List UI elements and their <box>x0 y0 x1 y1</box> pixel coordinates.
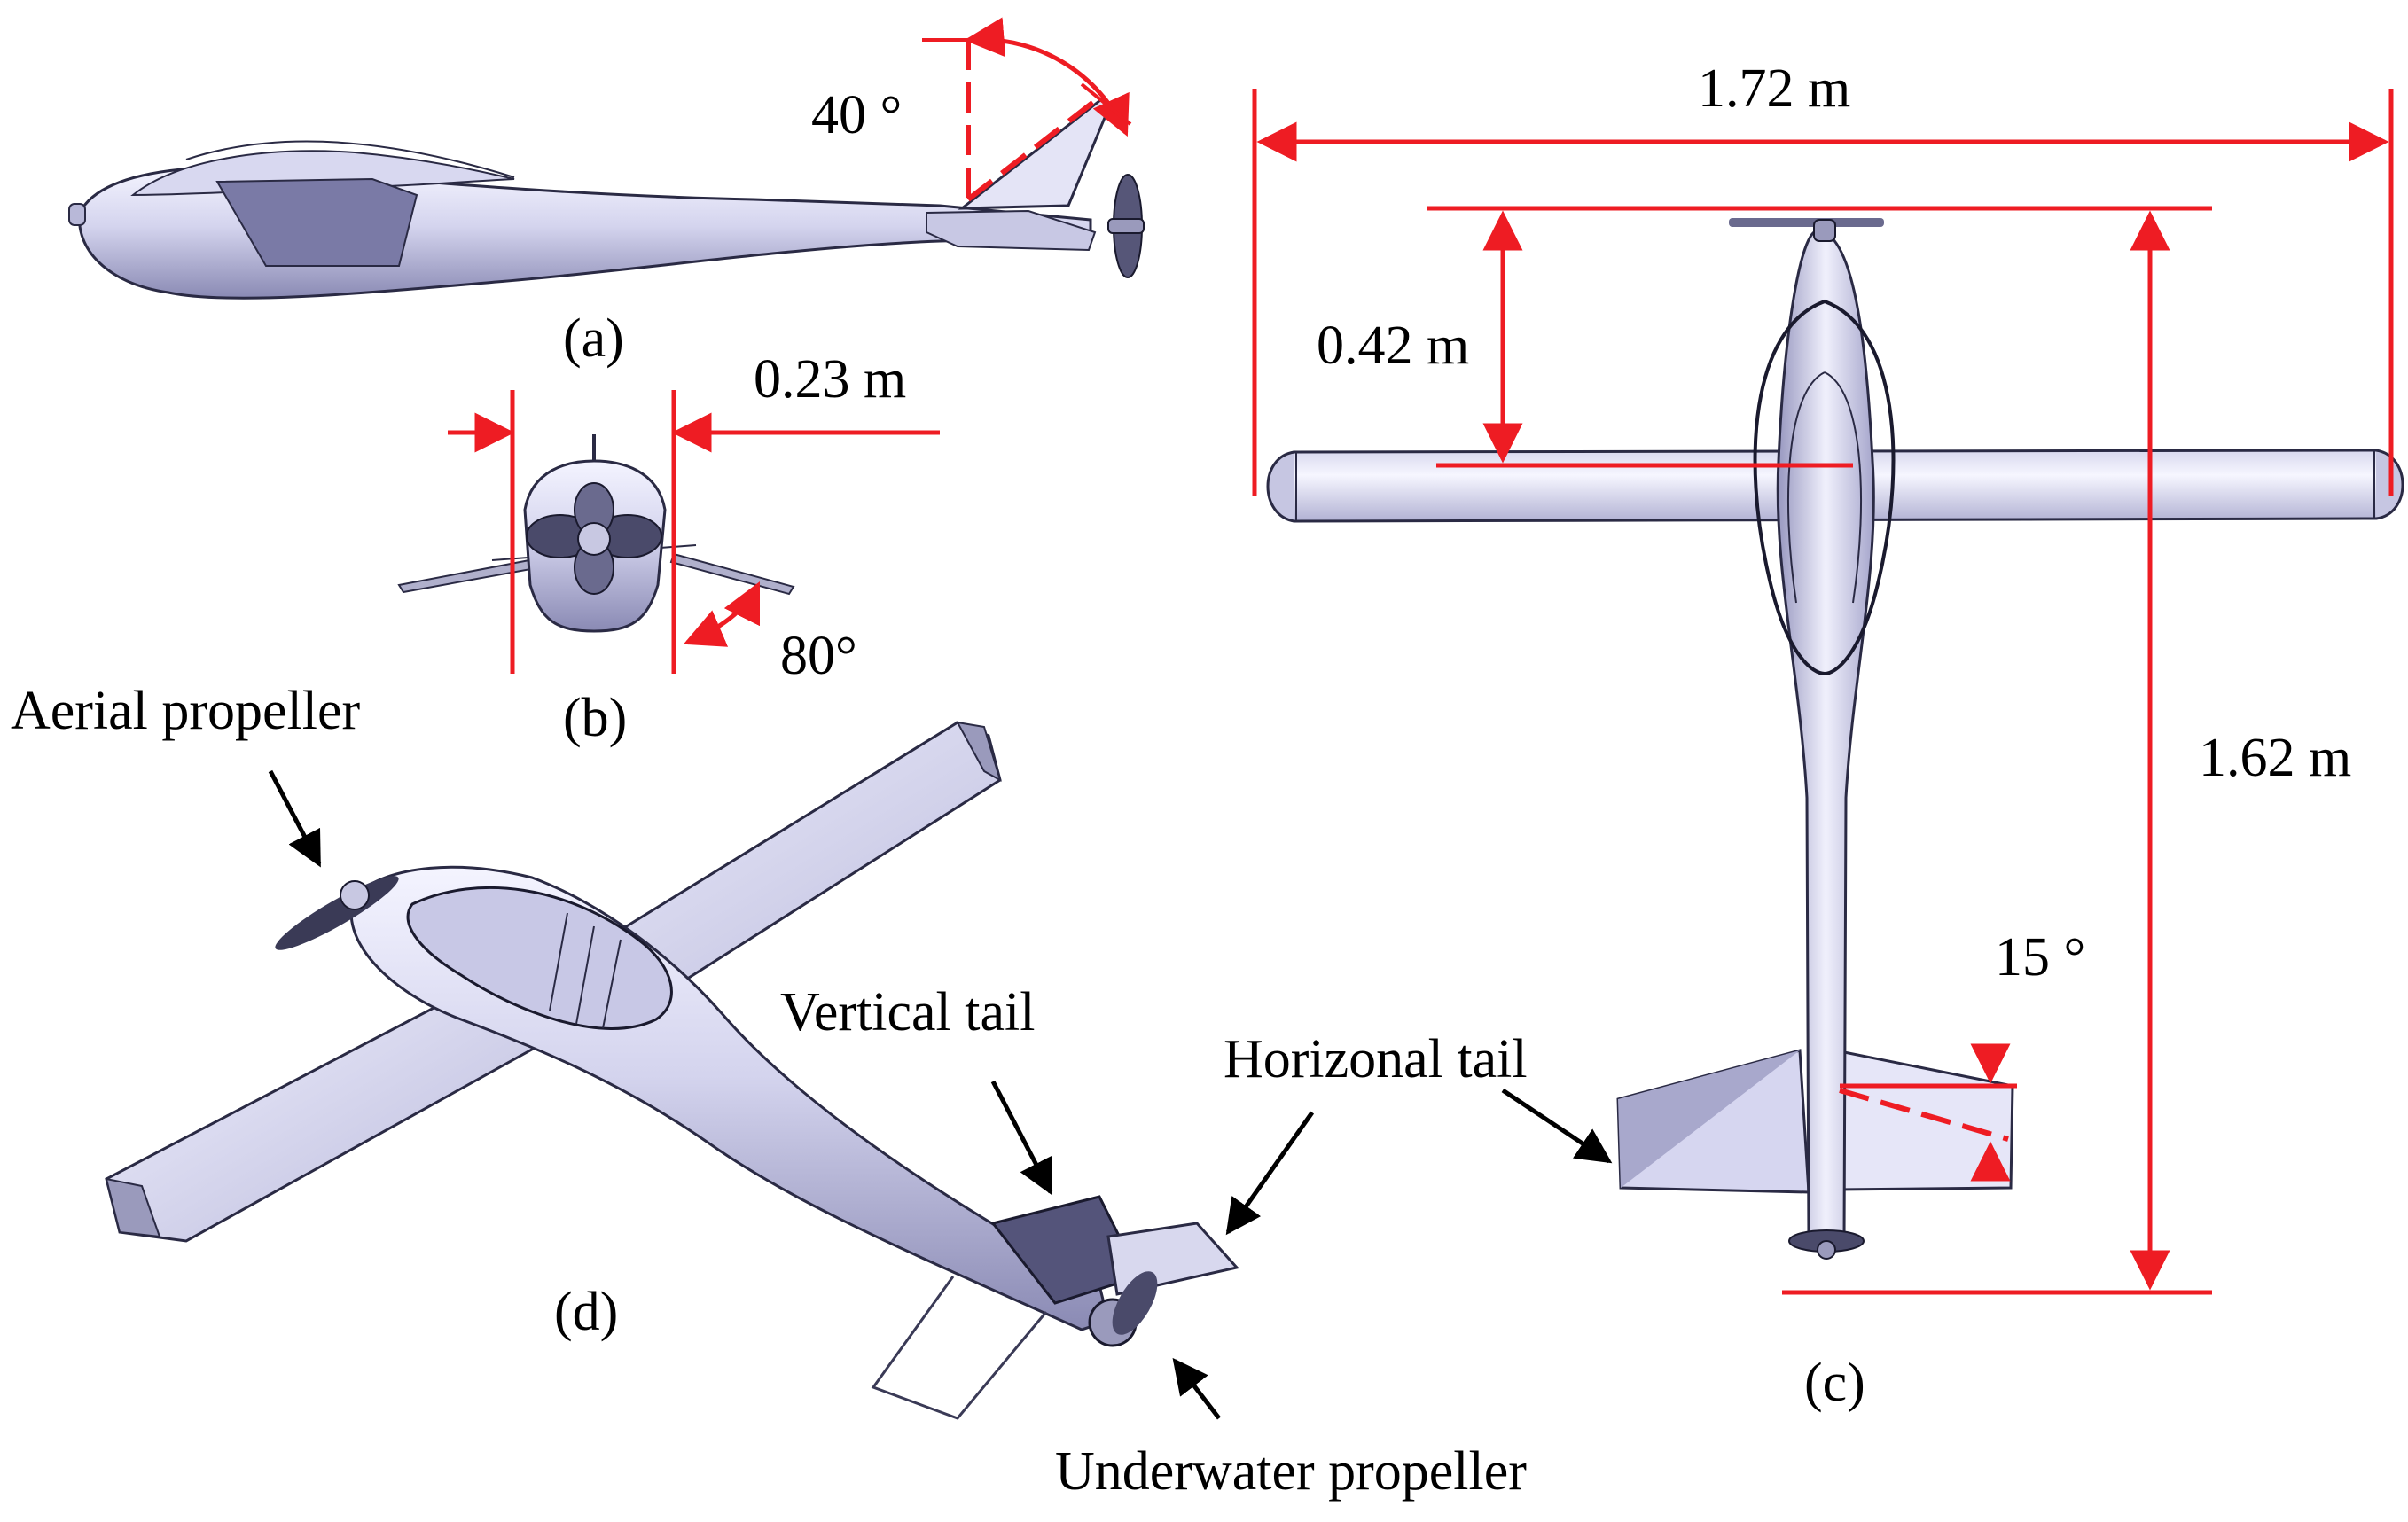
width-0-23-label: 0.23 m <box>754 349 906 410</box>
underwater-propeller-label: Underwater propeller <box>1055 1441 1527 1502</box>
panel-d-label: (d) <box>554 1282 618 1342</box>
panel-b-front-view: 0.23 m 80° (b) <box>397 349 940 748</box>
aerial-propeller-label: Aerial propeller <box>11 681 361 741</box>
angle-40-label: 40 ° <box>811 85 902 145</box>
vertical-tail-label: Vertical tail <box>780 982 1035 1042</box>
dim-0-42-label: 0.42 m <box>1317 316 1469 376</box>
panel-a-side-view: 40 ° (a) <box>68 17 1145 369</box>
panel-d-iso-view: Aerial propeller Vertical tail Horizonal… <box>11 681 1613 1502</box>
panel-c-label: (c) <box>1804 1353 1865 1413</box>
panel-c-top-view: 1.72 m 0.42 m 1.62 m 15 ° (c) <box>1252 59 2404 1413</box>
length-1-62-label: 1.62 m <box>2199 728 2351 788</box>
panel-a-label: (a) <box>563 308 624 369</box>
panel-b-label: (b) <box>563 688 627 748</box>
angle-80-label: 80° <box>780 626 857 686</box>
angle-15-label: 15 ° <box>1995 927 2085 987</box>
span-1-72-label: 1.72 m <box>1698 59 1850 119</box>
horizonal-tail-label: Horizonal tail <box>1224 1029 1528 1089</box>
